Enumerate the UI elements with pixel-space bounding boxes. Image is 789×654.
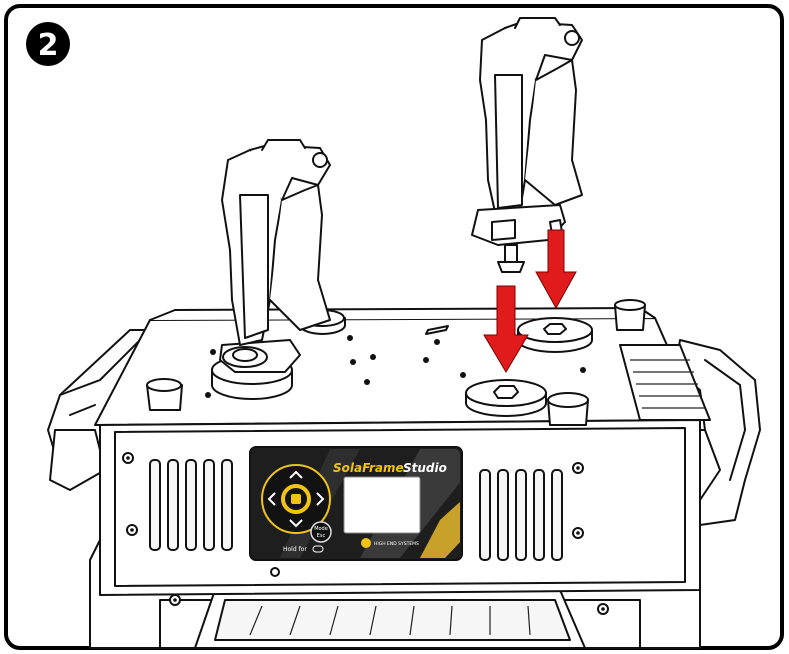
brand-suffix: Studio: [403, 461, 447, 475]
cam-lock-rear: [517, 317, 593, 353]
corner-feet: [146, 299, 646, 426]
insert-arrow-rear: [535, 229, 577, 310]
step-badge: 2: [26, 22, 70, 66]
mounted-bracket: [211, 139, 346, 400]
insert-arrow-front: [483, 285, 529, 373]
hold-for-label: Hold for: [283, 546, 307, 553]
lcd-display: [343, 476, 421, 534]
arrow-down-icon[interactable]: [289, 519, 303, 528]
arrow-right-icon[interactable]: [316, 492, 325, 506]
arrow-left-icon[interactable]: [267, 492, 276, 506]
step-number: 2: [38, 28, 59, 63]
mode-esc-button[interactable]: Mode Esc: [310, 521, 332, 543]
navigation-dpad[interactable]: [261, 464, 331, 534]
arrow-up-icon[interactable]: [289, 470, 303, 479]
brand-name: SolaFrame: [333, 461, 404, 475]
left-vent: [149, 459, 233, 551]
mode-label: Mode: [314, 526, 328, 532]
svg-text:HIGH END SYSTEMS: HIGH END SYSTEMS: [374, 541, 419, 547]
floating-bracket: [471, 17, 583, 273]
cam-lock-front: [465, 379, 547, 417]
right-vent: [479, 469, 563, 561]
toggle-icon: [312, 545, 324, 553]
screw-heads: [122, 452, 609, 615]
manufacturer-logo: HIGH END SYSTEMS: [361, 538, 419, 548]
control-panel: Mode Esc Hold for SolaFrame Studio HIGH …: [249, 446, 463, 561]
esc-label: Esc: [317, 533, 326, 539]
